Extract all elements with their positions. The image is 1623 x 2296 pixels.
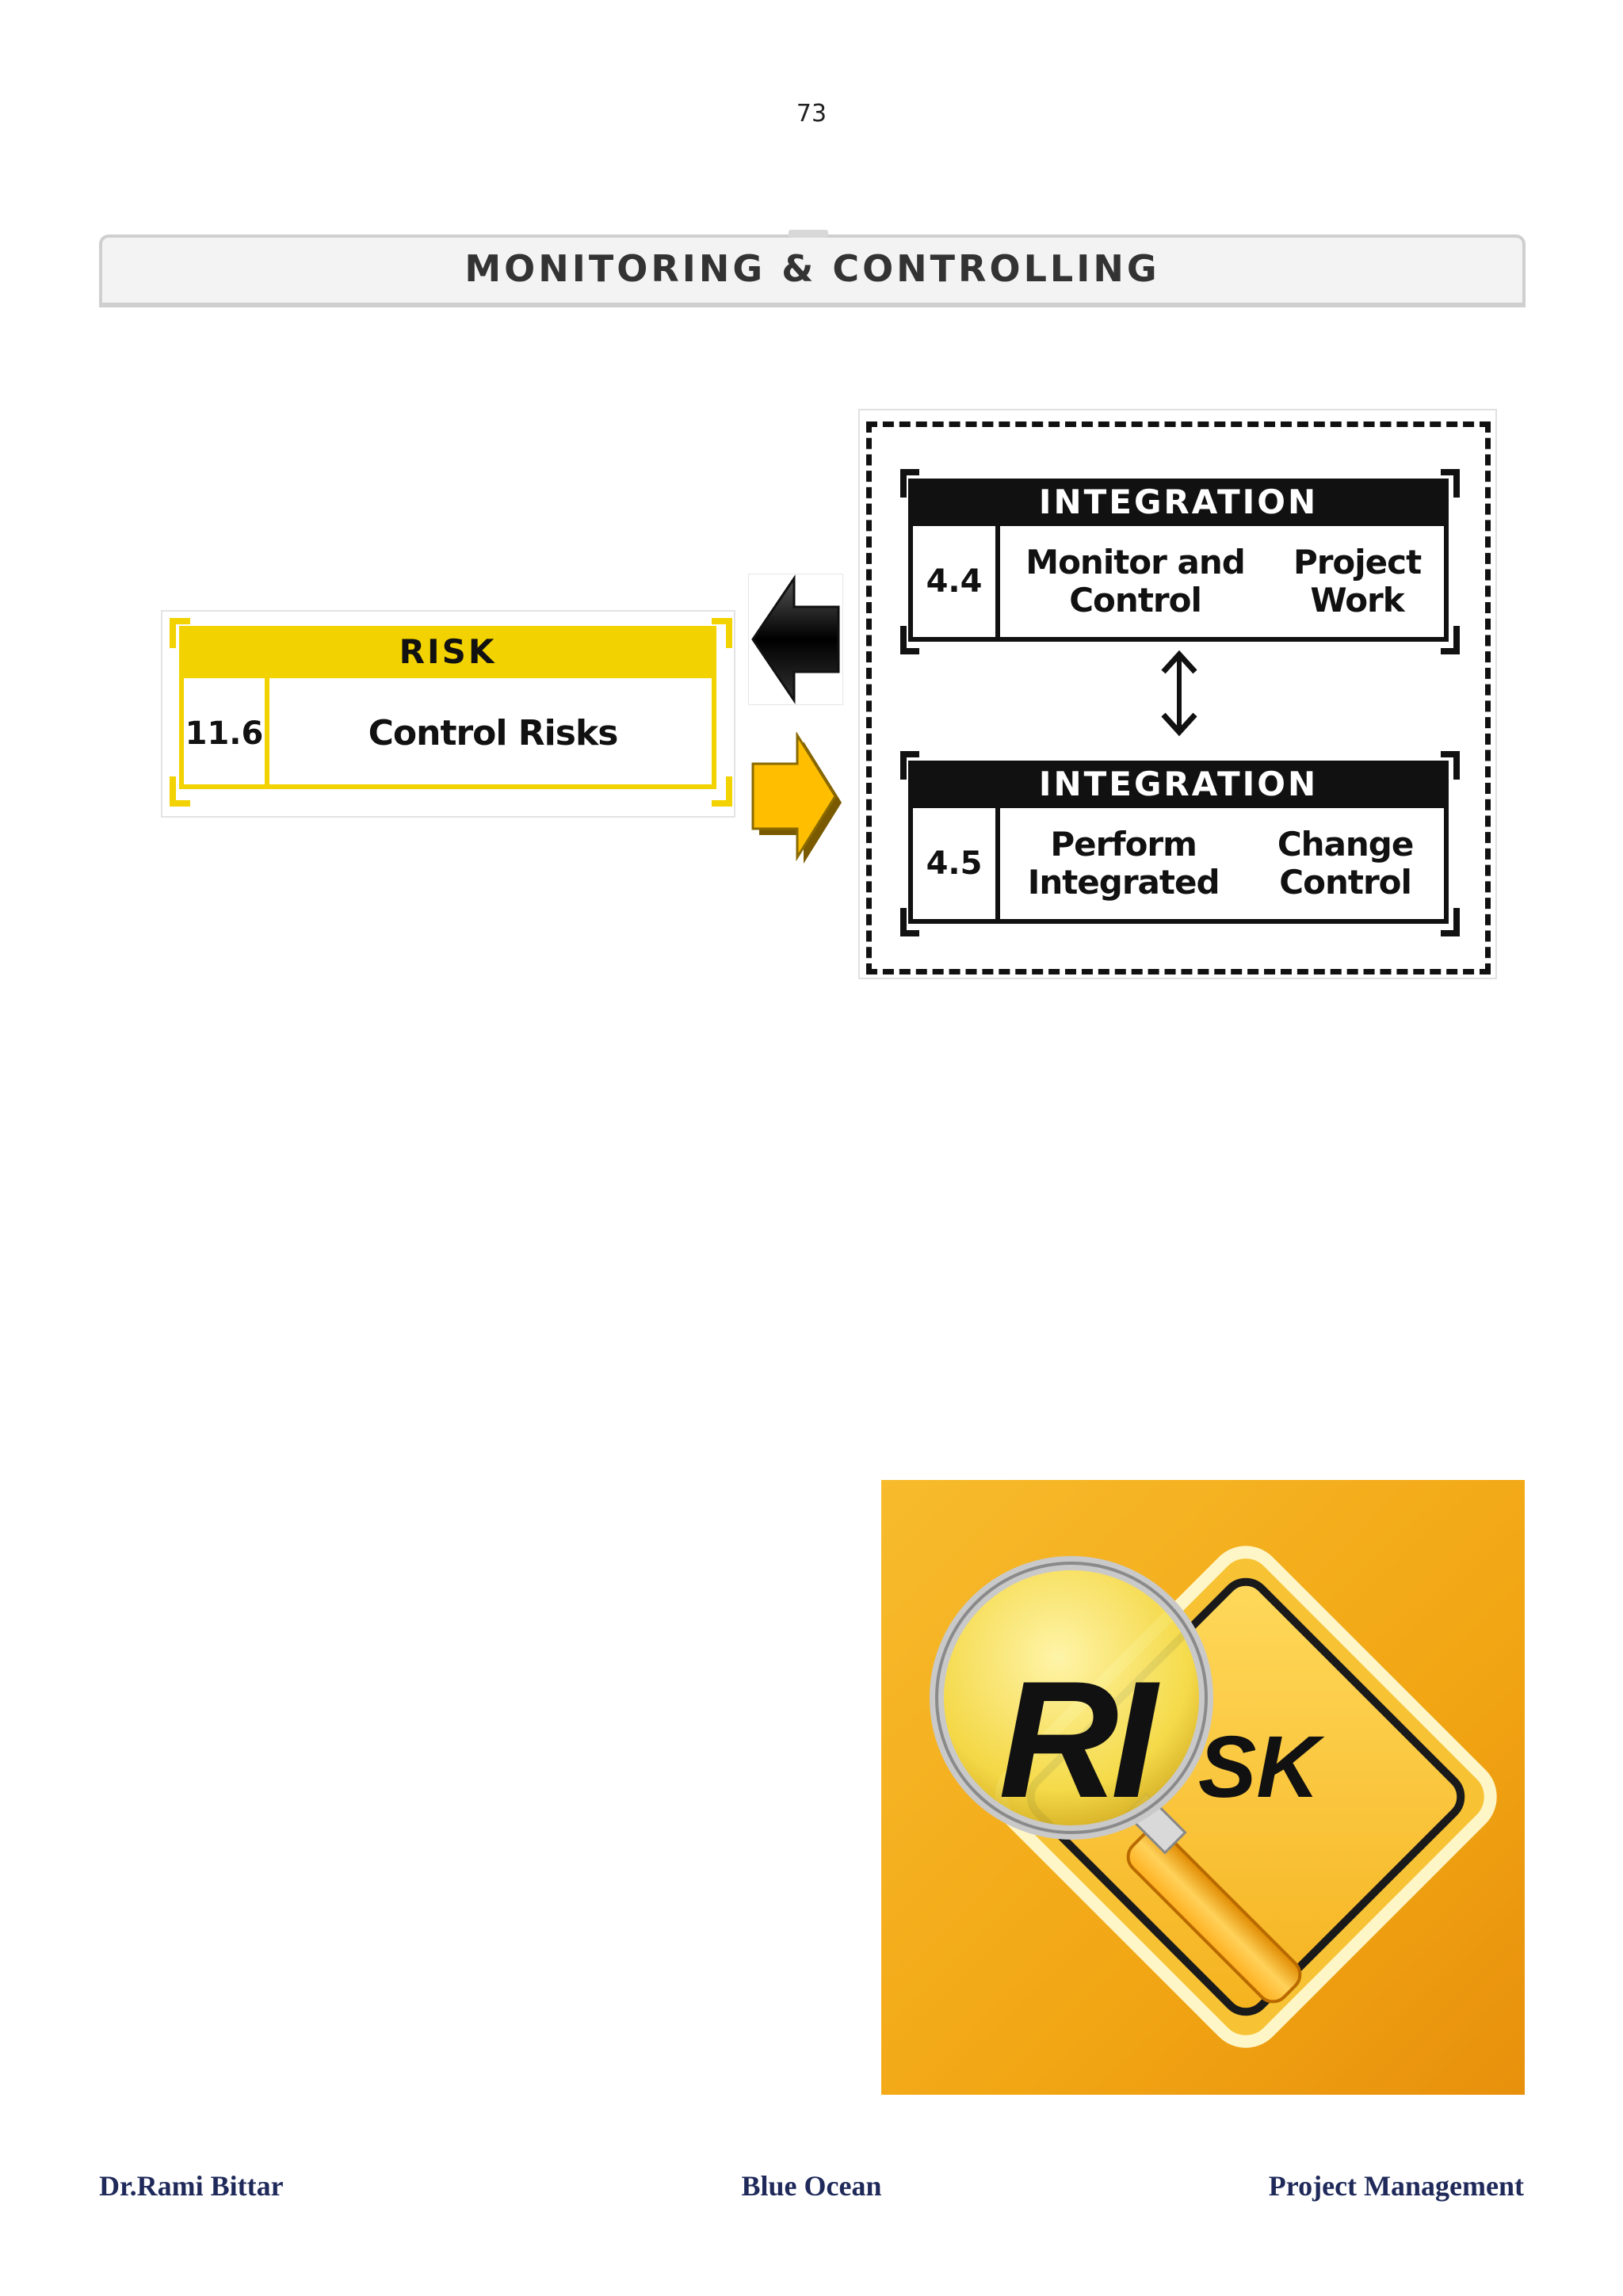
integration-divider (995, 526, 1000, 637)
integration-area-label: INTEGRATION (908, 761, 1449, 808)
risk-process-name: Control Risks (368, 713, 619, 753)
integration-area-label: INTEGRATION (908, 479, 1449, 526)
footer-course: Project Management (1268, 2170, 1524, 2202)
risk-divider (265, 678, 269, 789)
bracket-bl (900, 908, 919, 936)
magnifying-glass-icon (930, 1556, 1302, 2004)
name-line: Project Work (1293, 543, 1422, 620)
bracket-tr (1441, 751, 1460, 780)
section-title: MONITORING & CONTROLLING (464, 247, 1160, 290)
bracket-bl (900, 626, 919, 654)
section-header-rule (99, 303, 1526, 307)
integration-process-name: Perform Integrated Change Control (1000, 808, 1444, 919)
footer-author: Dr.Rami Bittar (99, 2170, 284, 2202)
page-number: 73 (796, 100, 827, 128)
name-line: Perform Integrated (1027, 825, 1220, 902)
integration-process-name: Monitor and Control Project Work (1000, 526, 1444, 637)
risk-process-number: 11.6 (185, 715, 264, 752)
double-arrow-icon (1161, 650, 1197, 737)
risk-area-label: RISK (179, 626, 716, 678)
section-header-tab (789, 230, 828, 238)
risk-bracket-bl (170, 776, 190, 807)
name-line: Monitor and Control (1025, 543, 1246, 620)
bracket-tr (1441, 469, 1460, 498)
risk-illustration: RI SK (881, 1480, 1525, 2095)
integration-process-number: 4.4 (926, 563, 983, 600)
name-line: Change Control (1277, 825, 1415, 902)
bracket-br (1441, 908, 1460, 936)
integration-divider (995, 808, 1000, 919)
bracket-tl (900, 469, 919, 498)
risk-bracket-br (712, 776, 732, 807)
integration-process-number: 4.5 (926, 845, 983, 882)
bracket-tl (900, 751, 919, 780)
risk-text-small: SK (1198, 1718, 1325, 1816)
integration-dashed-border (866, 421, 1491, 974)
risk-text-big: RI (999, 1646, 1160, 1833)
risk-bracket-tr (712, 618, 732, 648)
risk-bracket-tl (170, 618, 190, 648)
arrow-left-icon (748, 574, 843, 705)
bracket-br (1441, 626, 1460, 654)
arrow-right-icon (751, 732, 842, 864)
footer-center: Blue Ocean (741, 2170, 882, 2202)
